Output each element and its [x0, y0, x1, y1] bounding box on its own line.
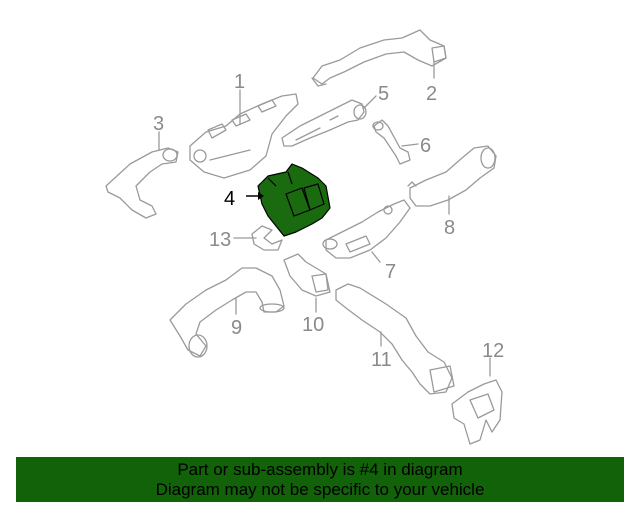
callout-9[interactable]: 9	[231, 317, 243, 339]
callout-1[interactable]: 1	[234, 71, 246, 93]
part-2-duct[interactable]	[311, 29, 447, 87]
part-13-clip[interactable]	[251, 225, 283, 251]
banner-line-1: Part or sub-assembly is #4 in diagram	[177, 460, 463, 479]
part-7-vent-duct[interactable]	[322, 199, 411, 259]
info-banner: Part or sub-assembly is #4 in diagram Di…	[16, 457, 624, 502]
part-9-elbow-duct[interactable]	[169, 267, 285, 358]
part-6-tube[interactable]	[372, 119, 411, 165]
part-11-floor-duct[interactable]	[335, 283, 455, 395]
callout-3[interactable]: 3	[153, 113, 165, 135]
callout-7[interactable]: 7	[385, 261, 397, 283]
callout-10[interactable]: 10	[302, 314, 325, 336]
callout-5[interactable]: 5	[378, 83, 390, 105]
part-4-highlighted-unit[interactable]	[257, 163, 331, 237]
callout-12[interactable]: 12	[482, 340, 505, 362]
callout-8[interactable]: 8	[444, 217, 456, 239]
callout-13[interactable]: 13	[209, 229, 232, 251]
part-10-vent[interactable]	[283, 253, 331, 297]
parts-diagram	[105, 29, 503, 445]
callout-4[interactable]: 4	[224, 188, 236, 210]
part-1-center-vent[interactable]	[189, 93, 299, 179]
callout-11[interactable]: 11	[371, 349, 392, 371]
callout-6[interactable]: 6	[420, 135, 432, 157]
part-5-duct[interactable]	[281, 99, 367, 147]
part-12-bracket[interactable]	[451, 379, 503, 445]
part-8-duct[interactable]	[407, 145, 497, 207]
callout-2[interactable]: 2	[426, 83, 438, 105]
part-3-left-duct[interactable]	[105, 147, 179, 219]
banner-line-2: Diagram may not be specific to your vehi…	[155, 480, 485, 499]
